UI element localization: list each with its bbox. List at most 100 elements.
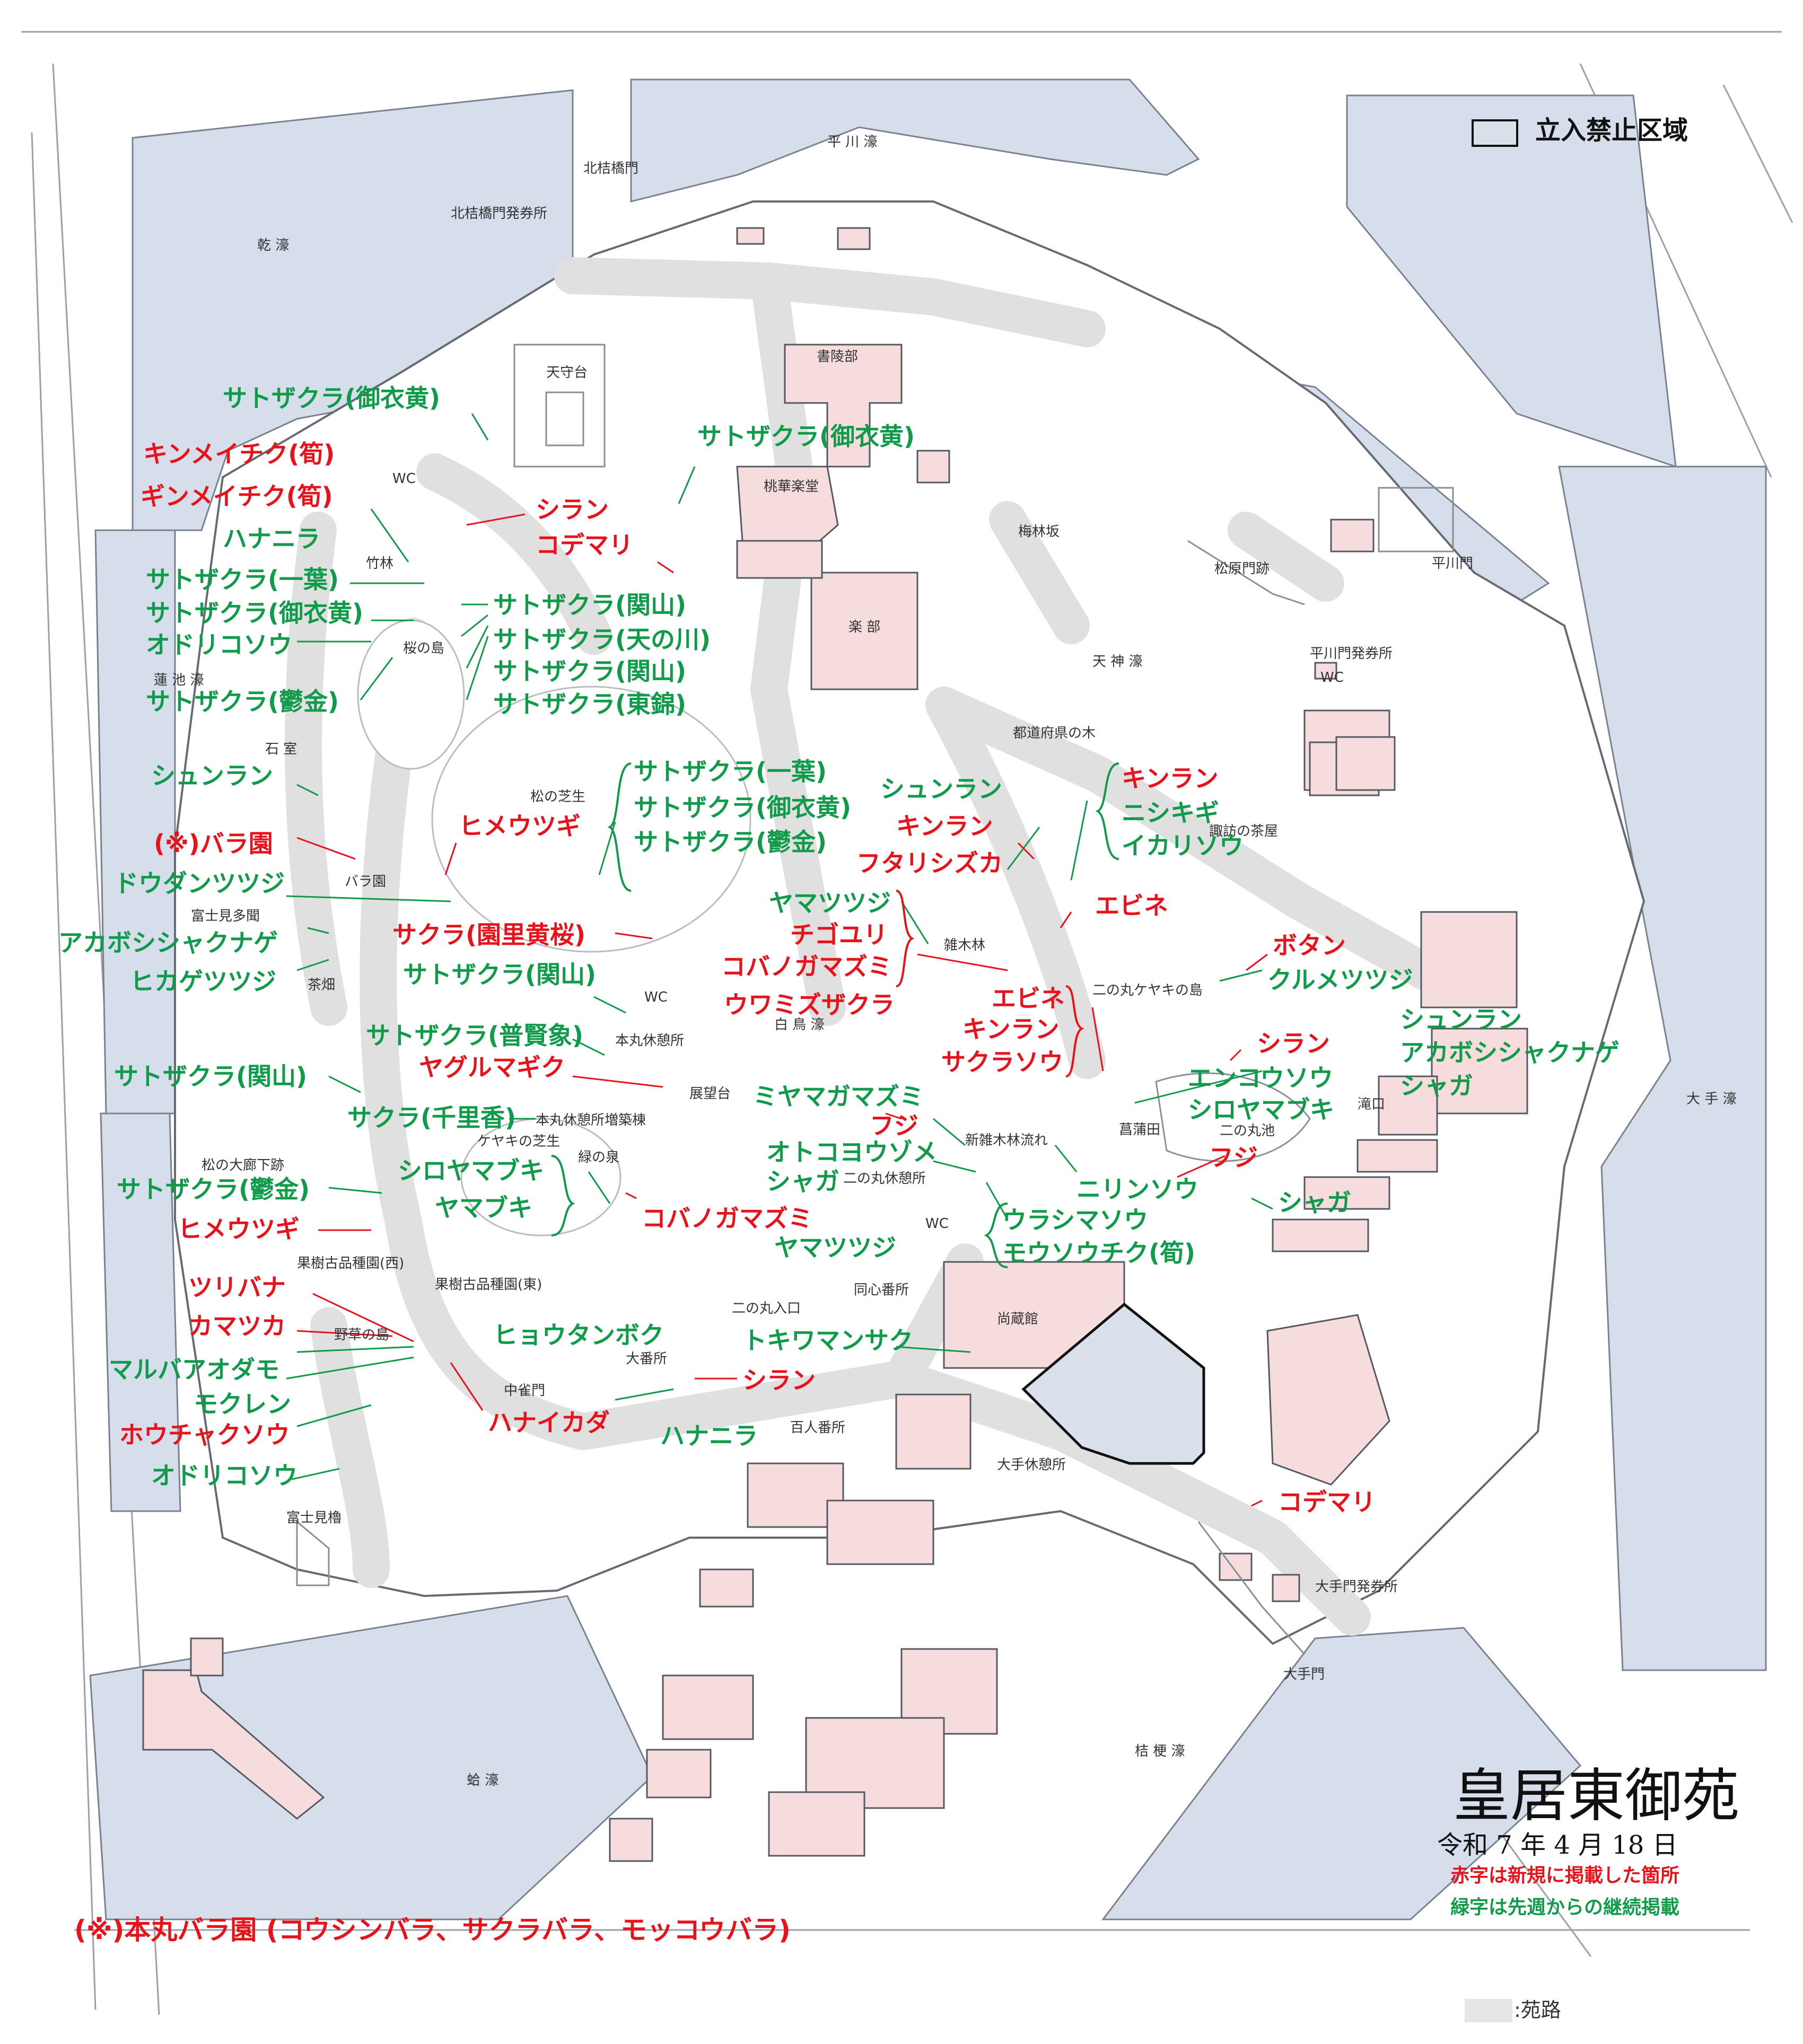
lawns: [357, 619, 751, 1236]
flower-label: イカリソウ: [1122, 831, 1244, 860]
flower-label-new: フジ: [870, 1111, 918, 1140]
flower-label: モウソウチク(筍): [1002, 1239, 1196, 1267]
flower-label-new: ホウチャクソウ: [119, 1420, 290, 1449]
hirakawa-moat: [630, 78, 1200, 203]
flower-label-new: キンラン: [962, 1015, 1060, 1043]
flower-label: ニリンソウ: [1076, 1175, 1198, 1204]
flower-label: オドリコソウ: [151, 1461, 297, 1490]
flower-label: オトコヨウゾメ: [766, 1138, 937, 1166]
flower-label-new: シラン: [536, 495, 609, 524]
flower-label: サトザクラ(普賢象): [366, 1021, 584, 1050]
place-hirakawa-moat: 平 川 濠: [827, 134, 878, 150]
place-otemon: 大手門: [1283, 1666, 1325, 1682]
place-barazono: バラ園: [345, 874, 387, 890]
flower-label: シュンラン: [151, 761, 273, 790]
flower-label: サトザクラ(東錦): [493, 690, 687, 718]
place-matsubara-gate: 松原門跡: [1214, 561, 1270, 577]
flower-label: シロヤマブキ: [1188, 1095, 1334, 1124]
place-honmaru-rest-annex: 本丸休憩所増築棟: [536, 1112, 646, 1128]
place-todofuken: 都道府県の木: [1013, 725, 1096, 741]
restricted-area: [1021, 1302, 1205, 1465]
rose-garden-footnote: (※)本丸バラ園 (コウシンバラ、サクラバラ、モッコウバラ): [74, 1915, 791, 1945]
place-obansho: 大番所: [626, 1351, 668, 1367]
flower-label: クルメツツジ: [1267, 966, 1413, 994]
flower-label-new: シラン: [742, 1366, 816, 1394]
wall-lines: [296, 344, 1454, 1655]
note-red: 赤字は新規に掲載した箇所: [1450, 1865, 1680, 1887]
flower-label: サトザクラ(一葉): [146, 565, 339, 594]
place-hakucho-moat: 白 鳥 濠: [774, 1017, 825, 1033]
flower-label-new: ツリバナ: [188, 1273, 286, 1302]
note-green: 緑字は先週からの継続掲載: [1450, 1897, 1680, 1918]
place-ninomaru-rest: 二の丸休憩所: [843, 1171, 926, 1187]
place-takiguchi: 滝口: [1358, 1096, 1386, 1112]
flower-label: ヤマツツジ: [774, 1233, 896, 1262]
flower-label: ドウダンツツジ: [114, 869, 285, 898]
place-wc-2: WC: [1320, 670, 1344, 686]
place-nakanomon: 中雀門: [504, 1383, 546, 1399]
place-yasou-island: 野草の島: [334, 1327, 390, 1343]
flower-label-new: サクラ(園里黄桜): [392, 920, 586, 949]
flower-label-new: コデマリ: [1278, 1488, 1376, 1516]
place-gakubu: 楽 部: [848, 619, 881, 635]
place-otemon-ticket: 大手門発券所: [1315, 1579, 1398, 1595]
place-ote-rest: 大手休憩所: [997, 1457, 1066, 1473]
flower-label-new: エビネ: [992, 984, 1065, 1013]
place-baibayashi: 梅林坂: [1018, 524, 1060, 540]
flower-label-new: チゴユリ: [790, 920, 888, 949]
hamaguri-moat: [89, 1595, 653, 1920]
flower-label: サトザクラ(御衣黄): [146, 599, 364, 627]
flower-label: サトザクラ(鬱金): [117, 1175, 310, 1204]
flower-label: ヒカゲツツジ: [130, 967, 276, 996]
flower-label-new: キンメイチク(筍): [143, 440, 335, 468]
flower-label: ミヤマガマズミ: [753, 1082, 924, 1111]
place-inui-moat: 乾 濠: [257, 238, 290, 253]
place-sakura-island: 桜の島: [403, 641, 445, 656]
flower-label: ニシキギ: [1122, 799, 1219, 827]
place-shobuta: 菖蒲田: [1119, 1122, 1161, 1138]
flower-label: モクレン: [194, 1390, 291, 1418]
flower-label: ウラシマソウ: [1002, 1206, 1149, 1234]
flower-label: ハナニラ: [660, 1422, 758, 1450]
place-shozokan: 尚蔵館: [997, 1311, 1039, 1327]
shoryobu-building: [784, 344, 903, 468]
flower-label-new: シラン: [1257, 1029, 1330, 1058]
kikyo-moat: [1101, 1627, 1582, 1920]
flower-label-new: フタリシズカ: [856, 849, 1003, 878]
place-kikyo-moat: 桔 梗 濠: [1135, 1743, 1185, 1759]
place-hyakunin: 百人番所: [790, 1420, 846, 1436]
flower-label: シロヤマブキ: [398, 1156, 544, 1185]
flower-label-new: フジ: [1209, 1143, 1258, 1172]
flower-label-new: キンラン: [1122, 764, 1219, 793]
restricted-area-legend-label: 立入禁止区域: [1535, 116, 1688, 145]
flower-label: サトザクラ(御衣黄): [697, 422, 915, 451]
flower-label: シャガ: [1278, 1188, 1351, 1217]
flower-label-new: コバノガマズミ: [721, 952, 892, 981]
flower-label-new: ヒメウツギ: [459, 812, 581, 840]
flower-label: サトザクラ(関山): [493, 657, 687, 686]
flower-label: ヤマブキ: [435, 1194, 532, 1222]
matsu-shiba-lawn: [431, 686, 751, 953]
place-wc-1: WC: [392, 471, 416, 487]
flower-label-new: キンラン: [896, 812, 993, 840]
place-keyaki-shiba: ケヤキの芝生: [477, 1134, 561, 1150]
flower-label: エンコウソウ: [1188, 1064, 1334, 1092]
place-ishimuro: 石 室: [265, 741, 297, 757]
place-midori-izumi: 緑の泉: [578, 1150, 620, 1165]
flower-label: サトザクラ(関山): [493, 591, 687, 619]
flower-label: アカボシシャクナゲ: [58, 928, 278, 957]
hirakawa-east-moat: [1346, 94, 1677, 468]
place-ninomaru-entrance: 二の丸入口: [732, 1301, 801, 1317]
place-tenjidai: 展望台: [689, 1086, 731, 1102]
place-chikurin: 竹林: [366, 556, 394, 572]
flower-label: サトザクラ(鬱金): [634, 828, 827, 856]
keyaki-lawn: [460, 1118, 622, 1236]
place-tenshudai: 天守台: [546, 365, 588, 381]
flower-label: トキワマンサク: [742, 1326, 913, 1355]
flower-label-new: コバノガマズミ: [642, 1204, 812, 1233]
flower-label: ヒョウタンボク: [493, 1321, 664, 1349]
place-kaju-east: 果樹古品種園(東): [435, 1277, 542, 1293]
place-kitahanebashi-ticket: 北桔橋門発券所: [451, 206, 548, 222]
leader-lines-green: [286, 413, 1273, 1480]
